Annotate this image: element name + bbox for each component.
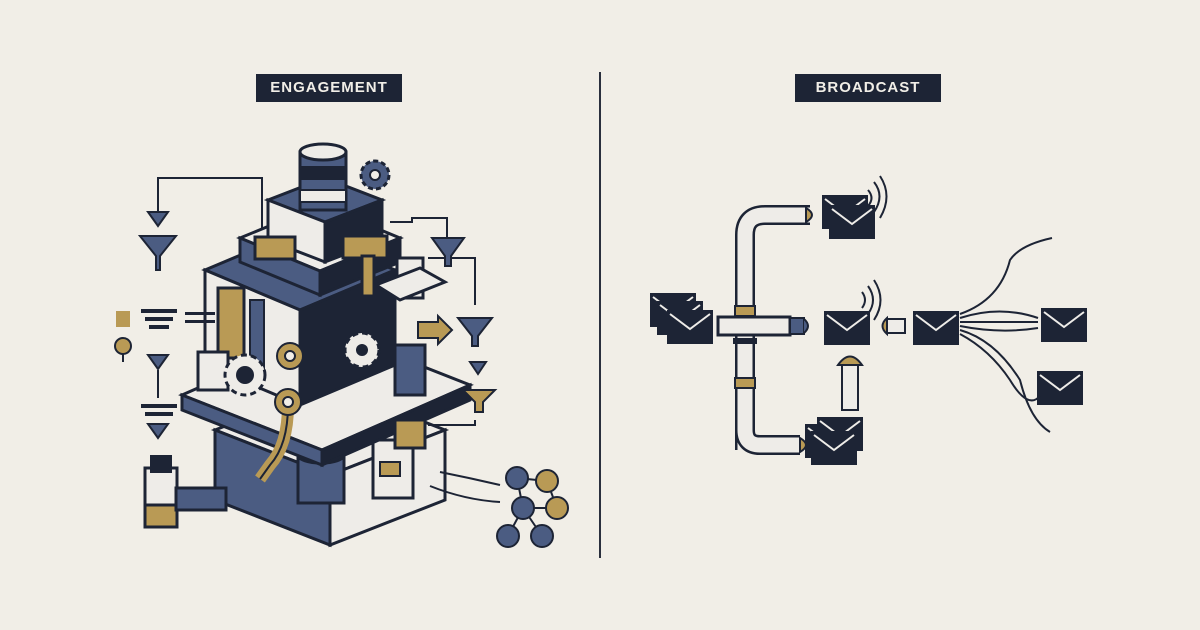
panel-divider xyxy=(599,72,601,558)
engagement-label: ENGAGEMENT xyxy=(256,74,402,102)
arrow-right-icon xyxy=(417,313,454,347)
broadcast-lines xyxy=(959,237,1053,433)
gear-icon xyxy=(223,159,391,416)
stack-icon xyxy=(114,309,215,416)
broadcast-label: BROADCAST xyxy=(795,74,941,102)
filter-icon xyxy=(511,496,535,520)
broadcast-pipes xyxy=(716,205,906,455)
trend-icon xyxy=(530,524,554,548)
signal-icon xyxy=(861,175,888,321)
network-icons xyxy=(496,466,569,548)
user-icon xyxy=(505,466,529,490)
flow-lines xyxy=(157,177,501,503)
funnel-icon xyxy=(137,235,498,413)
chart-icon xyxy=(535,469,559,493)
share-icon xyxy=(496,524,520,548)
arrow-icon xyxy=(545,496,569,520)
arrow-down-icon xyxy=(146,211,488,440)
engagement-machine xyxy=(143,142,474,548)
